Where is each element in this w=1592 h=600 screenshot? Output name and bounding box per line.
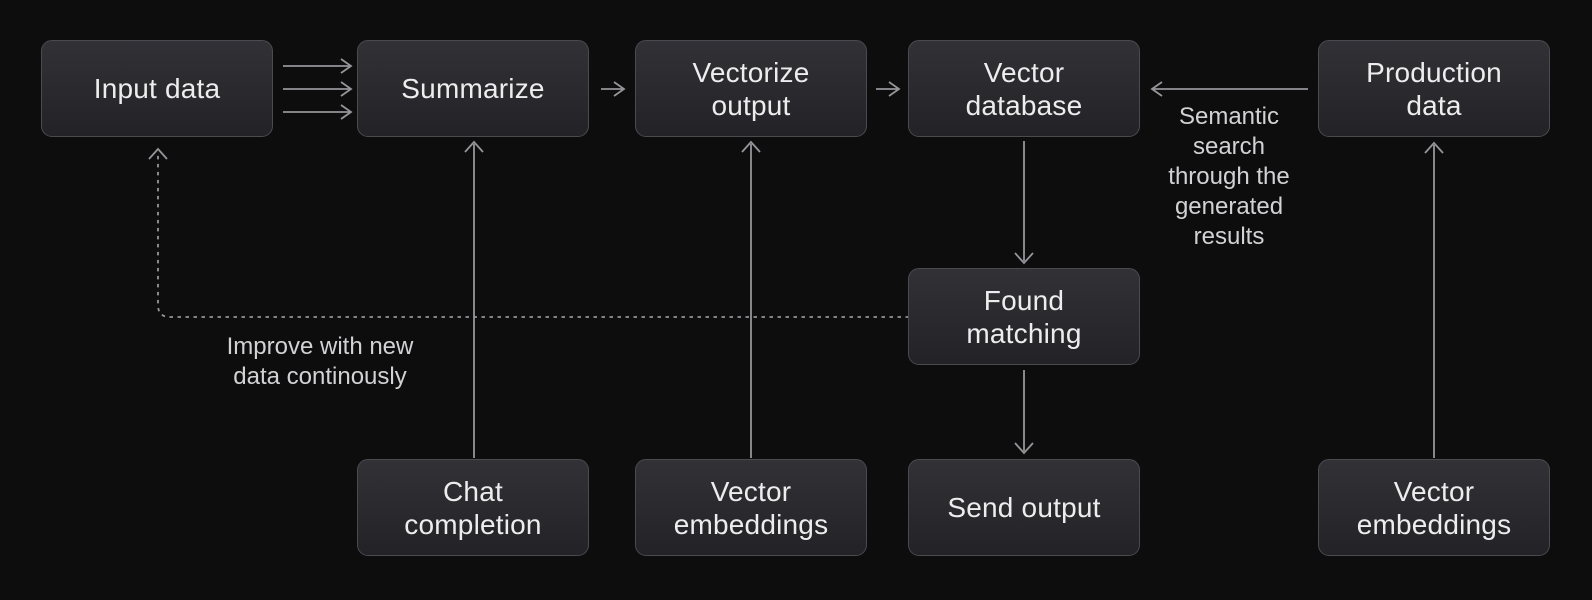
node-found-matching: Found matching: [908, 268, 1140, 365]
node-vector-embeddings-right: Vector embeddings: [1318, 459, 1550, 556]
node-label: Send output: [947, 492, 1101, 523]
node-label: Production data: [1366, 56, 1502, 121]
node-label: Found matching: [966, 284, 1082, 349]
node-label: Chat completion: [404, 475, 542, 540]
arrow-input-to-summarize: [283, 58, 353, 120]
arrow-vembeddings-to-vectorize: [741, 140, 761, 458]
node-label: Vector embeddings: [1356, 475, 1512, 540]
node-send-output: Send output: [908, 459, 1140, 556]
node-vector-embeddings-left: Vector embeddings: [635, 459, 867, 556]
arrow-found-to-input-dotted: [148, 147, 909, 318]
arrow-vectorize-to-vectordb: [876, 81, 901, 97]
node-label: Vector embeddings: [673, 475, 829, 540]
annotation-semantic-search: Semantic search through the generated re…: [1168, 103, 1290, 250]
arrow-summarize-to-vectorize: [601, 81, 626, 97]
arrow-vectordb-to-found: [1014, 141, 1034, 265]
arrow-vembeddings-to-production: [1424, 141, 1444, 458]
node-chat-completion: Chat completion: [357, 459, 589, 556]
arrow-production-to-vectordb: [1150, 81, 1308, 97]
node-label: Vectorize output: [692, 56, 810, 121]
node-label: Vector database: [965, 56, 1083, 121]
node-summarize: Summarize: [357, 40, 589, 137]
annotation-improve-loop: Improve with new data continously: [226, 333, 414, 390]
node-production-data: Production data: [1318, 40, 1550, 137]
node-vectorize-output: Vectorize output: [635, 40, 867, 137]
node-vector-database: Vector database: [908, 40, 1140, 137]
arrow-found-to-send: [1014, 370, 1034, 455]
node-input-data: Input data: [41, 40, 273, 137]
node-label: Input data: [93, 73, 221, 104]
node-label: Summarize: [401, 73, 545, 104]
arrow-chat-to-summarize: [464, 140, 484, 458]
